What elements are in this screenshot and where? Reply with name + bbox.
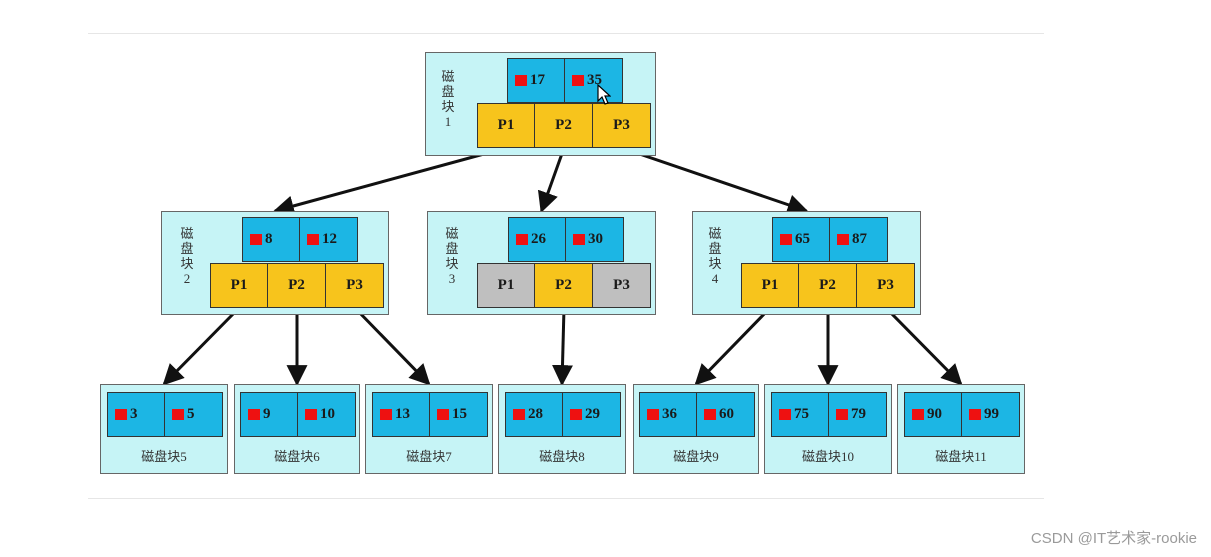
record-pointer-marker — [305, 409, 317, 420]
key-cell: 28 — [505, 392, 563, 437]
key-cell: 10 — [298, 392, 356, 437]
record-pointer-marker — [912, 409, 924, 420]
disk-block-10-keys: 75 79 — [771, 392, 887, 437]
key-cell: 9 — [240, 392, 298, 437]
key-cell: 99 — [962, 392, 1020, 437]
disk-block-3-pointers: P1 P2 P3 — [477, 263, 651, 308]
record-pointer-marker — [780, 234, 792, 245]
disk-block-9-keys: 36 60 — [639, 392, 755, 437]
pointer-p3: P3 — [326, 263, 384, 308]
key-cell: 17 — [507, 58, 565, 103]
pointer-p1: P1 — [210, 263, 268, 308]
key-cell: 26 — [508, 217, 566, 262]
record-pointer-marker — [779, 409, 791, 420]
disk-block-6-keys: 9 10 — [240, 392, 356, 437]
disk-block-7-keys: 13 15 — [372, 392, 488, 437]
disk-block-6: 9 10 磁盘块6 — [234, 384, 360, 474]
pointer-p2: P2 — [535, 103, 593, 148]
pointer-p3: P3 — [593, 103, 651, 148]
pointer-p2: P2 — [268, 263, 326, 308]
disk-block-9: 36 60 磁盘块9 — [633, 384, 759, 474]
disk-block-2-keys: 8 12 — [242, 217, 358, 262]
key-cell: 35 — [565, 58, 623, 103]
key-cell: 30 — [566, 217, 624, 262]
record-pointer-marker — [437, 409, 449, 420]
key-cell: 8 — [242, 217, 300, 262]
record-pointer-marker — [307, 234, 319, 245]
disk-block-1-pointers: P1 P2 P3 — [477, 103, 651, 148]
disk-block-5-keys: 3 5 — [107, 392, 223, 437]
record-pointer-marker — [248, 409, 260, 420]
pointer-p1: P1 — [477, 103, 535, 148]
key-cell: 87 — [830, 217, 888, 262]
disk-block-10-label: 磁盘块10 — [801, 449, 854, 464]
key-cell: 13 — [372, 392, 430, 437]
disk-block-5: 3 5 磁盘块5 — [100, 384, 228, 474]
key-cell: 79 — [829, 392, 887, 437]
disk-block-8: 28 29 磁盘块8 — [498, 384, 626, 474]
disk-block-1-keys: 17 35 — [507, 58, 623, 103]
disk-block-11-label: 磁盘块11 — [935, 449, 987, 464]
pointer-p2: P2 — [535, 263, 593, 308]
key-cell: 15 — [430, 392, 488, 437]
key-cell: 75 — [771, 392, 829, 437]
record-pointer-marker — [115, 409, 127, 420]
key-cell: 36 — [639, 392, 697, 437]
record-pointer-marker — [515, 75, 527, 86]
disk-block-2-pointers: P1 P2 P3 — [210, 263, 384, 308]
key-cell: 5 — [165, 392, 223, 437]
pointer-p1: P1 — [477, 263, 535, 308]
disk-block-7-label: 磁盘块7 — [406, 449, 452, 464]
disk-block-7: 13 15 磁盘块7 — [365, 384, 493, 474]
disk-block-8-label: 磁盘块8 — [539, 449, 585, 464]
record-pointer-marker — [380, 409, 392, 420]
pointer-p2: P2 — [799, 263, 857, 308]
record-pointer-marker — [573, 234, 585, 245]
pointer-p3: P3 — [857, 263, 915, 308]
record-pointer-marker — [837, 234, 849, 245]
record-pointer-marker — [516, 234, 528, 245]
record-pointer-marker — [647, 409, 659, 420]
record-pointer-marker — [969, 409, 981, 420]
disk-block-9-label: 磁盘块9 — [673, 449, 719, 464]
mouse-cursor-icon — [597, 84, 611, 105]
disk-block-11-keys: 90 99 — [904, 392, 1020, 437]
disk-block-3-keys: 26 30 — [508, 217, 624, 262]
record-pointer-marker — [513, 409, 525, 420]
disk-block-10: 75 79 磁盘块10 — [764, 384, 892, 474]
record-pointer-marker — [570, 409, 582, 420]
watermark: CSDN @IT艺术家-rookie — [1030, 530, 1197, 547]
disk-block-6-label: 磁盘块6 — [274, 449, 320, 464]
pointer-p1: P1 — [741, 263, 799, 308]
key-cell: 3 — [107, 392, 165, 437]
disk-block-8-keys: 28 29 — [505, 392, 621, 437]
key-cell: 60 — [697, 392, 755, 437]
key-cell: 29 — [563, 392, 621, 437]
key-cell: 12 — [300, 217, 358, 262]
record-pointer-marker — [836, 409, 848, 420]
key-cell: 90 — [904, 392, 962, 437]
record-pointer-marker — [250, 234, 262, 245]
key-cell: 65 — [772, 217, 830, 262]
pointer-p3: P3 — [593, 263, 651, 308]
disk-block-11: 90 99 磁盘块11 — [897, 384, 1025, 474]
record-pointer-marker — [172, 409, 184, 420]
disk-block-4-pointers: P1 P2 P3 — [741, 263, 915, 308]
disk-block-4-keys: 65 87 — [772, 217, 888, 262]
record-pointer-marker — [704, 409, 716, 420]
disk-block-5-label: 磁盘块5 — [141, 449, 187, 464]
record-pointer-marker — [572, 75, 584, 86]
